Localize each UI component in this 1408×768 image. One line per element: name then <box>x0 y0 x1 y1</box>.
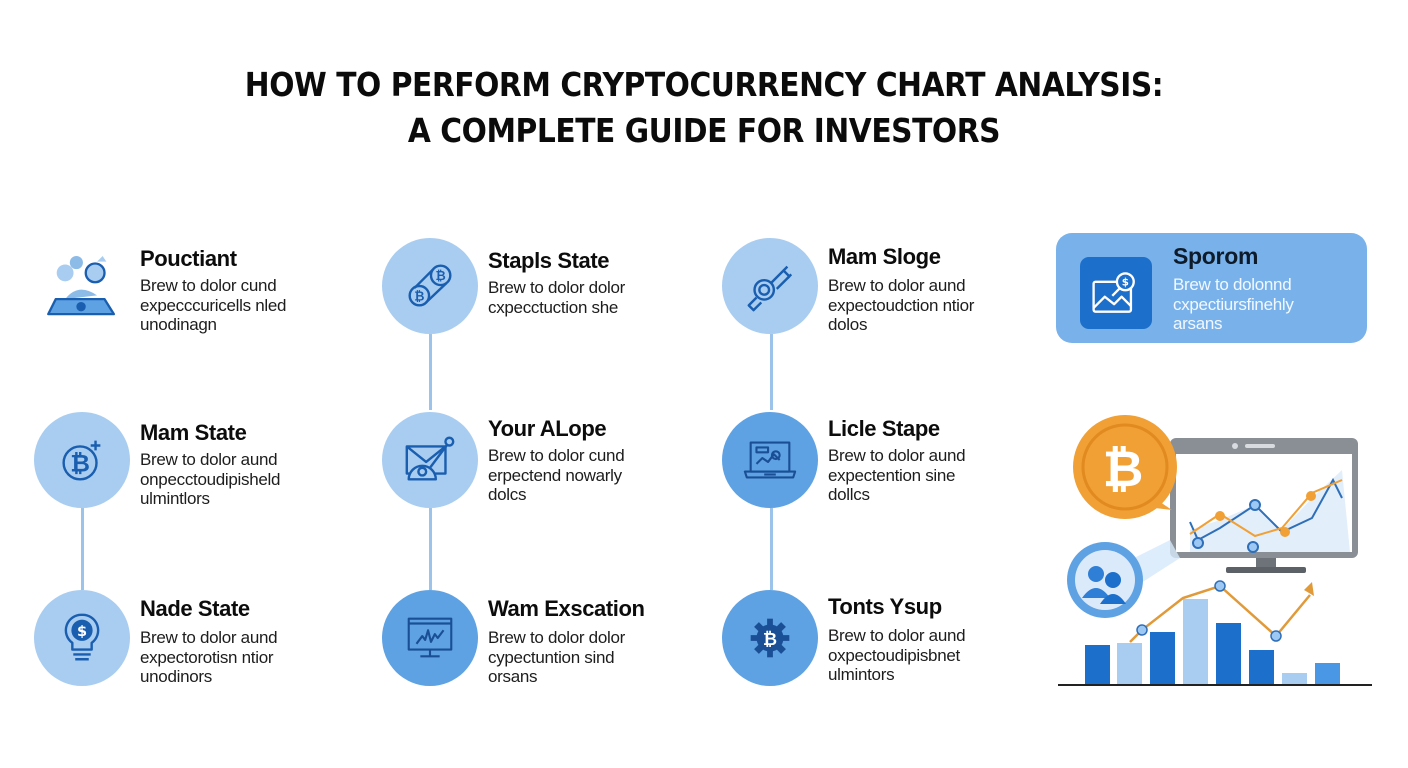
featured-card-sporom: $ Sporom Brew to dolonnd cxpectiursfineh… <box>1056 233 1367 343</box>
svg-text:₿: ₿ <box>70 450 90 478</box>
svg-text:₿: ₿ <box>436 268 446 283</box>
step-heading: Licle Stape <box>828 416 940 441</box>
coin-stack-icon <box>34 238 130 334</box>
step-heading: Pouctiant <box>140 246 237 271</box>
step-description: Brew to dolor dolor cxpecctuction she <box>488 278 625 317</box>
connector-line <box>770 508 773 590</box>
image-coin-icon: $ <box>1080 257 1152 329</box>
step-description: Brew to dolor aund expectoudction ntior … <box>828 276 975 334</box>
connector-line <box>429 334 432 410</box>
mail-user-icon <box>382 412 478 508</box>
step-description: Brew to dolor aund expectorotisn ntior u… <box>140 628 278 686</box>
gear-key-icon <box>722 238 818 334</box>
svg-text:₿: ₿ <box>1103 440 1144 498</box>
lightbulb-dollar-icon: $ <box>34 590 130 686</box>
bitcoin-bubble-icon: ₿ <box>1073 415 1177 519</box>
step-heading: Nade State <box>140 596 250 621</box>
step-heading: Mam Sloge <box>828 244 941 269</box>
step-heading: Wam Exscation <box>488 596 645 621</box>
svg-text:$: $ <box>1122 277 1129 289</box>
step-stapls-state: ₿ ₿ Stapls State Brew to dolor dolor cxp… <box>382 238 702 348</box>
step-tonts-ysup: ₿ Tonts Ysup Brew to dolor aund oxpectou… <box>722 590 1042 700</box>
featured-heading: Sporom <box>1173 243 1259 269</box>
bitcoin-link-icon: ₿ ₿ <box>382 238 478 334</box>
step-description: Brew to dolor aund expectention sine dol… <box>828 446 966 504</box>
connector-line <box>770 334 773 410</box>
connector-line <box>429 508 432 590</box>
monitor-icon <box>1170 438 1358 573</box>
step-pouctiant: Pouctiant Brew to dolor cund expecccuric… <box>34 238 354 348</box>
step-wam-exscation: Wam Exscation Brew to dolor dolor cypect… <box>382 590 702 700</box>
step-description: Brew to dolor cund erpectend nowarly dol… <box>488 446 625 504</box>
bitcoin-gear-icon: ₿ <box>722 590 818 686</box>
crypto-analysis-illustration: ₿ <box>1050 410 1380 700</box>
step-heading: Stapls State <box>488 248 610 273</box>
step-heading: Your ALope <box>488 416 607 441</box>
step-heading: Tonts Ysup <box>828 594 942 619</box>
bar-chart <box>1058 580 1372 686</box>
step-heading: Mam State <box>140 420 247 445</box>
featured-description: Brew to dolonnd cxpectiursfinehly arsans <box>1173 275 1294 333</box>
bitcoin-plus-icon: ₿ <box>34 412 130 508</box>
svg-text:₿: ₿ <box>414 289 424 304</box>
step-description: Brew to dolor dolor cypectuntion sind or… <box>488 628 625 686</box>
step-mam-sloge: Mam Sloge Brew to dolor aund expectoudct… <box>722 238 1042 348</box>
step-description: Brew to dolor aund onpecctoudipisheld ul… <box>140 450 281 508</box>
step-mam-state: ₿ Mam State Brew to dolor aund onpecctou… <box>34 412 354 522</box>
svg-text:$: $ <box>77 624 87 640</box>
connector-line <box>81 508 84 590</box>
users-bubble-icon <box>1067 540 1180 618</box>
page-title: HOW TO PERFORM CRYPTOCURRENCY CHART ANAL… <box>70 62 1337 154</box>
step-description: Brew to dolor cund expecccuricells nled … <box>140 276 287 334</box>
title-line-1: HOW TO PERFORM CRYPTOCURRENCY CHART ANAL… <box>244 65 1164 104</box>
laptop-chart-icon <box>722 412 818 508</box>
step-licle-stape: Licle Stape Brew to dolor aund expectent… <box>722 412 1042 522</box>
monitor-chart-icon <box>382 590 478 686</box>
step-nade-state: $ Nade State Brew to dolor aund expector… <box>34 590 354 700</box>
step-description: Brew to dolor aund oxpectoudipisbnet ulm… <box>828 626 966 684</box>
step-your-alope: Your ALope Brew to dolor cund erpectend … <box>382 412 702 522</box>
title-line-2: A COMPLETE GUIDE FOR INVESTORS <box>407 111 1001 150</box>
svg-text:₿: ₿ <box>763 630 777 650</box>
